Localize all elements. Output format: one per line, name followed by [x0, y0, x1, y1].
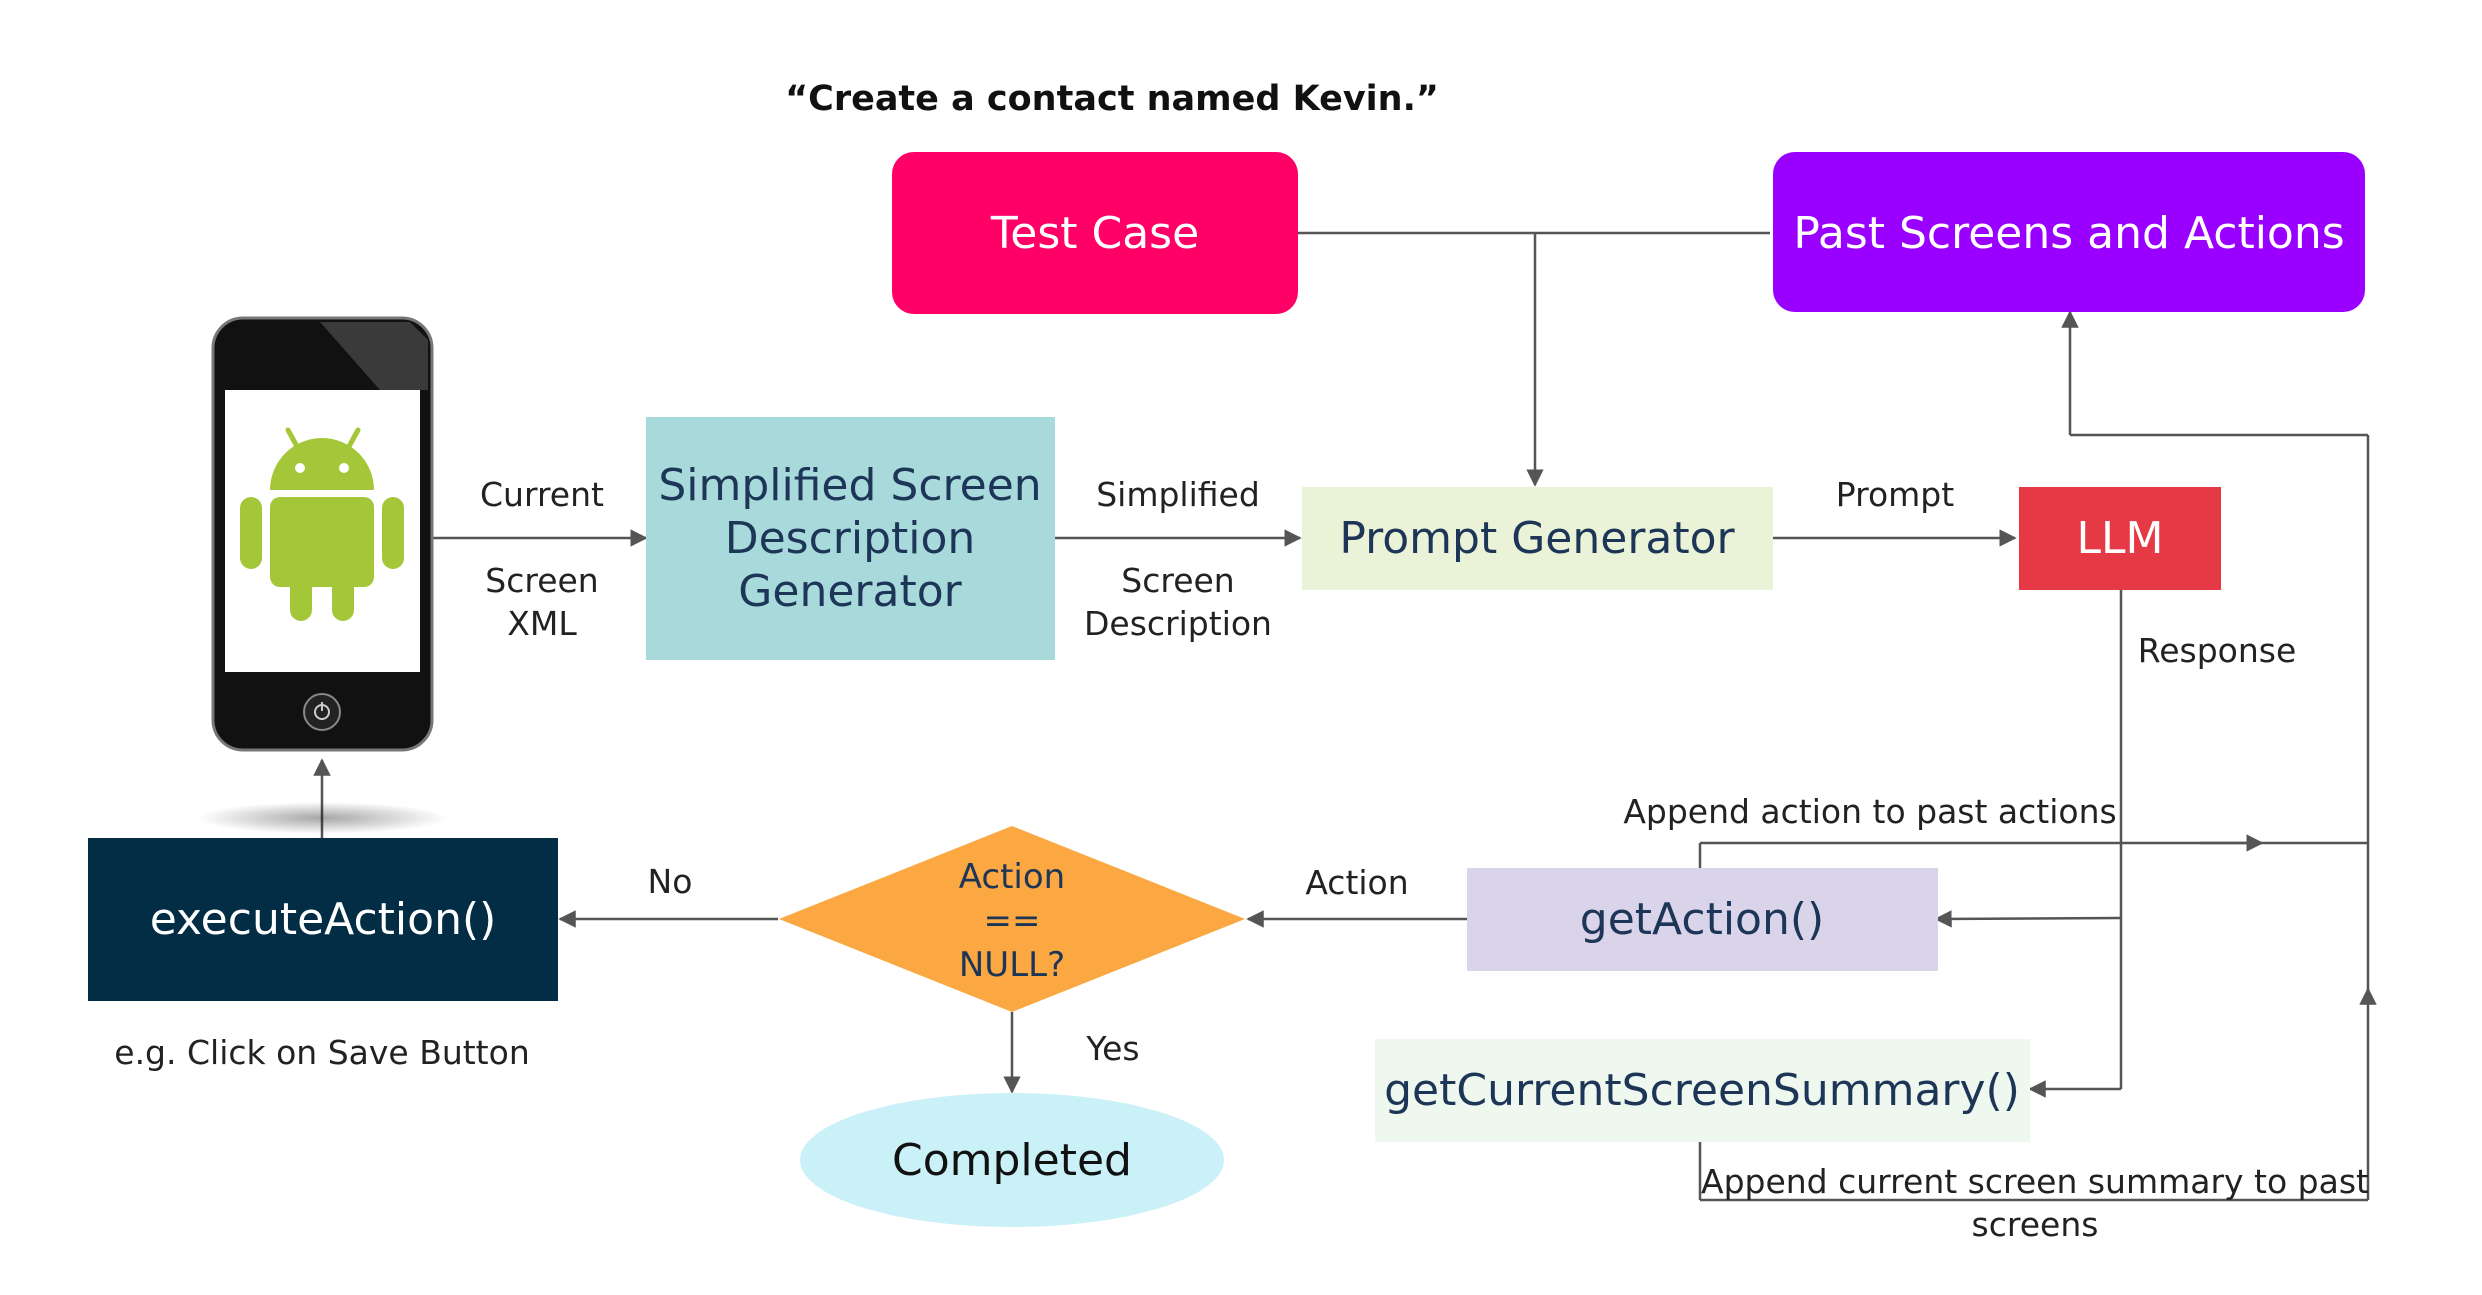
- decision-label-2: ==: [984, 901, 1041, 941]
- android-robot-icon: [240, 427, 404, 621]
- decision-node: Action == NULL?: [779, 826, 1245, 1012]
- simplified-generator-node: Simplified Screen Description Generator: [646, 417, 1055, 660]
- llm-label: LLM: [2077, 513, 2164, 564]
- label-current: Current: [480, 475, 604, 514]
- get-summary-node: getCurrentScreenSummary(): [1375, 1039, 2030, 1142]
- label-yes: Yes: [1085, 1029, 1139, 1068]
- connectors: [313, 231, 2377, 1202]
- test-case-label: Test Case: [990, 208, 1199, 259]
- llm-node: LLM: [2019, 487, 2221, 590]
- label-prompt: Prompt: [1836, 475, 1954, 514]
- prompt-generator-label: Prompt Generator: [1339, 513, 1735, 564]
- label-append-summary-2: screens: [1972, 1205, 2099, 1244]
- label-screen: Screen: [485, 561, 598, 600]
- label-action: Action: [1305, 863, 1408, 902]
- test-case-node: Test Case: [892, 152, 1298, 314]
- completed-label: Completed: [892, 1135, 1132, 1186]
- task-quote: “Create a contact named Kevin.”: [785, 79, 1439, 119]
- simplified-generator-label-3: Generator: [738, 566, 962, 617]
- completed-node: Completed: [800, 1093, 1224, 1227]
- simplified-generator-label-2: Description: [725, 513, 976, 564]
- decision-label-1: Action: [959, 857, 1065, 897]
- android-phone-icon: [197, 316, 447, 834]
- label-simplified: Simplified: [1096, 475, 1260, 514]
- get-action-label: getAction(): [1580, 894, 1824, 945]
- get-action-node: getAction(): [1467, 868, 1938, 971]
- past-screens-label: Past Screens and Actions: [1793, 208, 2344, 259]
- label-no: No: [648, 862, 693, 901]
- label-xml: XML: [507, 604, 577, 643]
- label-response: Response: [2138, 631, 2297, 670]
- label-append-action: Append action to past actions: [1623, 792, 2116, 831]
- decision-label-3: NULL?: [959, 945, 1065, 985]
- get-summary-label: getCurrentScreenSummary(): [1384, 1065, 2020, 1116]
- label-append-summary-1: Append current screen summary to past: [1701, 1162, 2369, 1201]
- simplified-generator-label-1: Simplified Screen: [658, 460, 1041, 511]
- prompt-generator-node: Prompt Generator: [1302, 487, 1773, 590]
- execute-action-label: executeAction(): [150, 894, 497, 945]
- execute-action-node: executeAction(): [88, 838, 558, 1001]
- past-screens-node: Past Screens and Actions: [1773, 152, 2365, 312]
- label-screen-2: Screen: [1121, 561, 1234, 600]
- label-description: Description: [1084, 604, 1272, 643]
- label-example: e.g. Click on Save Button: [114, 1033, 529, 1072]
